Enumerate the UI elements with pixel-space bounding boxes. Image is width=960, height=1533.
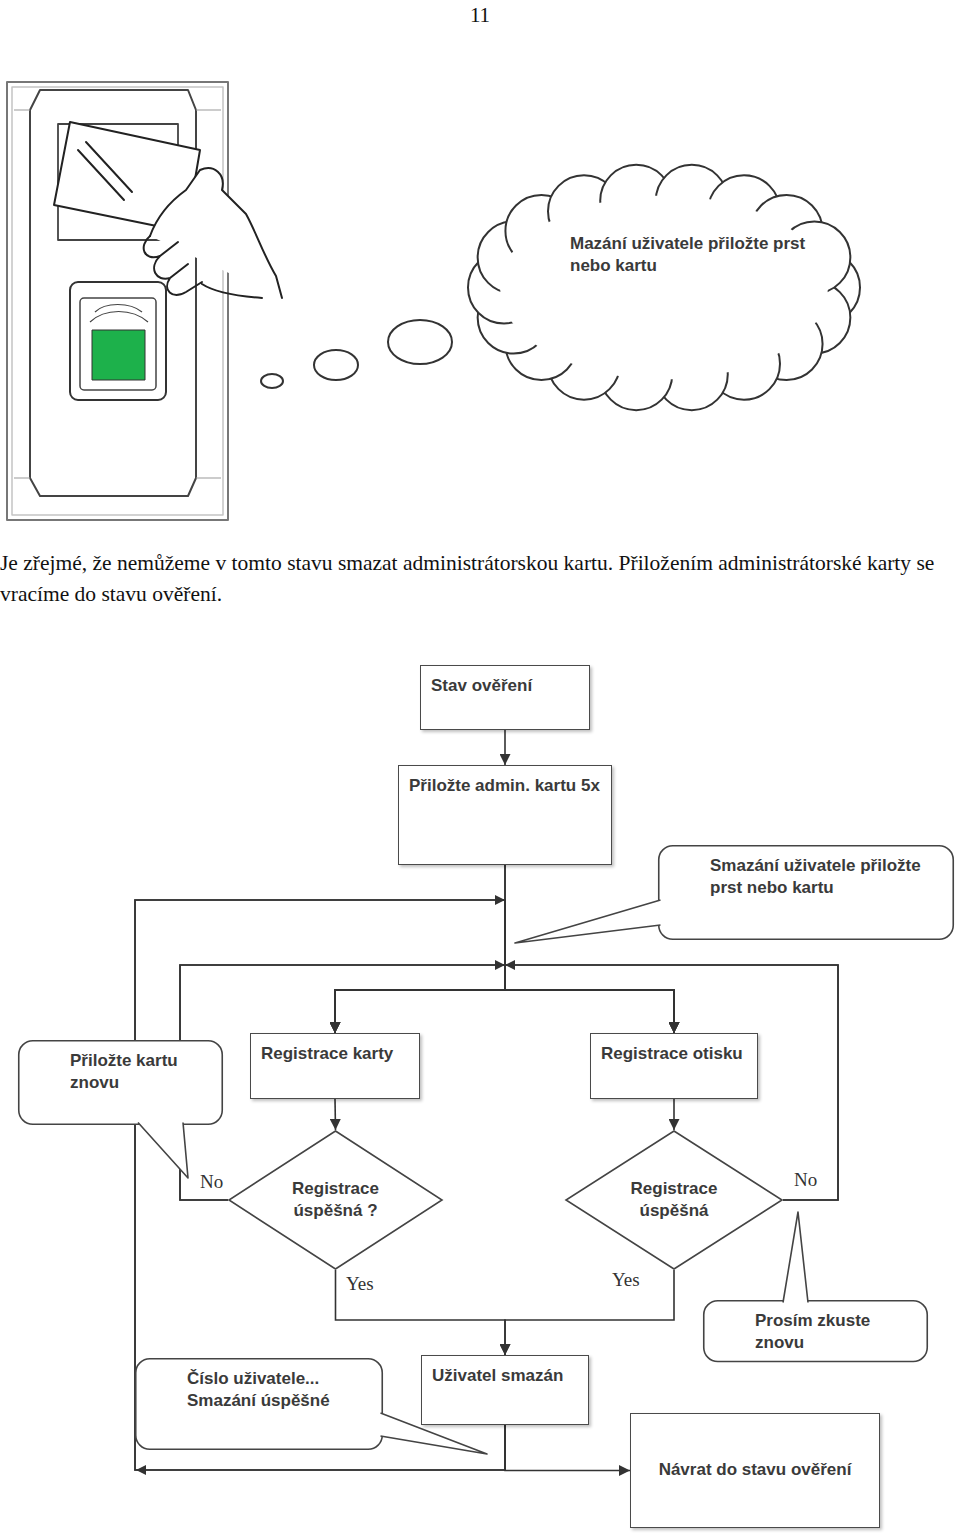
flow-connector	[505, 1270, 674, 1355]
node-text: Mazání uživatele přiložte prst nebo kart…	[570, 233, 814, 277]
decision-diamond-outline	[228, 1130, 443, 1270]
node-text: Registrace úspěšná	[613, 1178, 735, 1222]
speech-callout: Prosím zkuste znovu	[703, 1300, 928, 1362]
flow-connector	[673, 1099, 675, 1130]
edge-label: No	[198, 1172, 225, 1193]
flow-connector	[505, 1425, 630, 1471]
node-text: Návrat do stavu ověření	[659, 1459, 852, 1481]
node-text: Přiložte kartu znovu	[70, 1050, 213, 1094]
speech-callout: Smazání uživatele přiložte prst nebo kar…	[658, 845, 954, 940]
edge-label: No	[792, 1170, 819, 1191]
process-box: Stav ověření	[420, 665, 590, 730]
node-text: Registrace otisku	[601, 1043, 747, 1065]
decision-diamond: Registrace úspěšná	[565, 1130, 783, 1270]
flow-connector	[335, 865, 505, 1033]
edge-label: Yes	[610, 1270, 642, 1291]
speech-callout-outline	[703, 1300, 928, 1362]
flow-connector	[504, 730, 506, 765]
process-box: Uživatel smazán	[421, 1355, 589, 1425]
node-text: Registrace úspěšná ?	[276, 1178, 395, 1222]
process-box: Registrace otisku	[590, 1033, 758, 1099]
body-paragraph: Je zřejmé, že nemůžeme v tomto stavu sma…	[0, 548, 955, 610]
fingerprint-reader	[7, 82, 228, 520]
node-text: Stav ověření	[431, 675, 579, 697]
process-box: Přiložte admin. kartu 5x	[398, 765, 612, 865]
flow-connector	[336, 1270, 506, 1355]
node-text: Registrace karty	[261, 1043, 409, 1065]
flow-connector	[334, 1099, 336, 1130]
edge-label: Yes	[344, 1274, 376, 1295]
hand-with-card	[54, 122, 282, 298]
node-text: Smazání uživatele přiložte prst nebo kar…	[710, 855, 944, 899]
thought-bubbles	[261, 320, 452, 388]
process-box: Registrace karty	[250, 1033, 420, 1099]
thought-cloud-outline	[470, 165, 858, 410]
flow-connector	[505, 865, 674, 1033]
thought-cloud: Mazání uživatele přiložte prst nebo kart…	[470, 165, 858, 410]
speech-callout: Přiložte kartu znovu	[18, 1040, 223, 1125]
node-text: Prosím zkuste znovu	[755, 1310, 918, 1354]
process-box: Návrat do stavu ověření	[630, 1413, 880, 1528]
decision-diamond: Registrace úspěšná ?	[228, 1130, 443, 1270]
page-number: 11	[440, 0, 520, 31]
decision-diamond-outline	[565, 1130, 783, 1270]
node-text: Přiložte admin. kartu 5x	[409, 775, 601, 797]
node-text: Uživatel smazán	[432, 1365, 578, 1387]
node-text: Číslo uživatele... Smazání úspěšné	[187, 1368, 373, 1412]
speech-callout: Číslo uživatele... Smazání úspěšné	[135, 1358, 383, 1450]
